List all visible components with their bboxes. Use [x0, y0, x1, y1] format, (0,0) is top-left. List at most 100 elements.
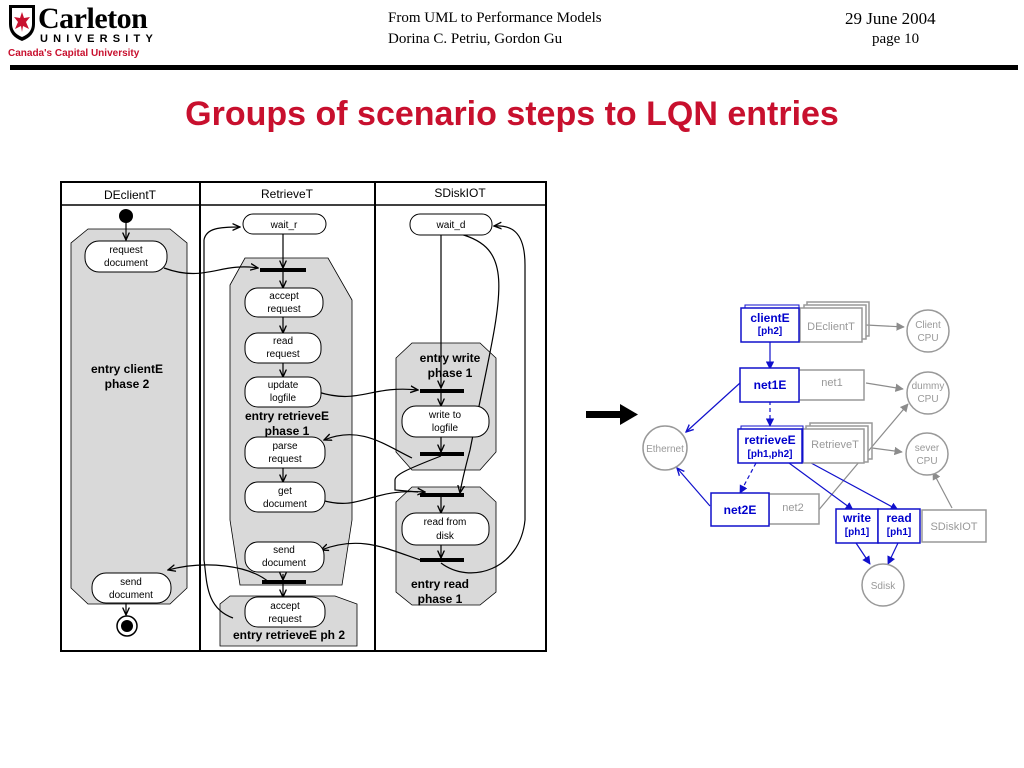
activity-wait-r: wait_r	[242, 213, 327, 235]
svg-text:parse: parse	[272, 441, 297, 452]
activity-accept-request: accept request	[244, 287, 324, 318]
activity-request-document: request document	[84, 240, 168, 273]
group-label-clientE-phase: phase 2	[105, 377, 150, 391]
activity-get-document: get document	[244, 481, 326, 513]
svg-text:request: request	[267, 304, 301, 315]
lqn-task-declientt: DEclientT	[799, 301, 870, 343]
svg-text:write: write	[842, 511, 871, 525]
svg-text:SDiskIOT: SDiskIOT	[930, 521, 977, 533]
presentation-authors: Dorina C. Petriu, Gordon Gu	[388, 31, 563, 47]
svg-text:document: document	[104, 258, 148, 269]
svg-text:CPU: CPU	[916, 456, 937, 467]
lqn-entry-net1e: net1E	[739, 367, 800, 403]
svg-text:[ph2]: [ph2]	[758, 326, 782, 337]
svg-text:document: document	[262, 558, 306, 569]
activity-retrieve-send-document: send document	[244, 541, 325, 573]
group-label-retrieveE: entry retrieveE	[245, 409, 329, 423]
svg-text:logfile: logfile	[270, 393, 297, 404]
lqn-entry-retrievee: retrieveE [ph1,ph2]	[737, 425, 804, 464]
svg-text:disk: disk	[436, 531, 455, 542]
svg-text:retrieveE: retrieveE	[744, 433, 795, 447]
swimlane-header-client: DEclientT	[104, 188, 157, 202]
svg-text:accept: accept	[270, 601, 300, 612]
lqn-task-net2: net2	[768, 493, 820, 525]
initial-node	[119, 209, 133, 223]
lqn-processor-dummy-cpu: dummy CPU	[906, 371, 950, 415]
lqn-processor-ethernet: Ethernet	[642, 425, 688, 471]
svg-text:DEclientT: DEclientT	[807, 321, 855, 333]
svg-text:document: document	[263, 499, 307, 510]
svg-text:get: get	[278, 486, 292, 497]
lqn-model: DEclientT clientE [ph2] net1 net1E Retri…	[642, 301, 987, 607]
svg-text:request: request	[109, 245, 143, 256]
lqn-task-retrievet: RetrieveT	[801, 422, 873, 464]
svg-text:request: request	[266, 349, 300, 360]
svg-text:wait_r: wait_r	[270, 220, 298, 231]
svg-text:document: document	[109, 590, 153, 601]
svg-text:net1: net1	[821, 377, 842, 389]
group-label-read: entry read	[411, 577, 469, 591]
group-label-read-phase: phase 1	[418, 592, 463, 606]
transform-arrow-icon	[586, 404, 638, 425]
svg-text:Ethernet: Ethernet	[646, 444, 684, 455]
group-clientE-phase2	[70, 228, 188, 605]
activity-parse-request: parse request	[244, 436, 326, 469]
group-label-retrieveE-ph2: entry retrieveE ph 2	[233, 628, 345, 642]
lqn-processor-client-cpu: Client CPU	[906, 309, 950, 353]
activity-flows	[126, 223, 526, 619]
svg-text:accept: accept	[269, 291, 299, 302]
svg-text:[ph1,ph2]: [ph1,ph2]	[748, 449, 793, 460]
swimlane-header-retrieve: RetrieveT	[261, 187, 314, 201]
presentation-title: From UML to Performance Models	[388, 10, 602, 26]
svg-text:CPU: CPU	[917, 394, 938, 405]
header-divider	[10, 65, 1018, 70]
svg-text:[ph1]: [ph1]	[887, 527, 911, 538]
group-label-write-phase: phase 1	[428, 366, 473, 380]
university-logo-name: Carleton	[38, 2, 148, 35]
svg-text:net2: net2	[782, 502, 803, 514]
svg-text:send: send	[120, 577, 142, 588]
lqn-entry-net2e: net2E	[710, 492, 770, 527]
activity-read-request: read request	[244, 332, 322, 364]
svg-text:sever: sever	[915, 443, 940, 454]
presentation-date: 29 June 2004	[845, 9, 936, 28]
page-number: page 10	[872, 31, 920, 47]
lqn-processor-sever-cpu: sever CPU	[905, 432, 949, 476]
activity-client-send-document: send document	[91, 572, 172, 604]
svg-text:wait_d: wait_d	[436, 220, 466, 231]
svg-text:read: read	[273, 336, 293, 347]
svg-text:[ph1]: [ph1]	[845, 527, 869, 538]
group-label-write: entry write	[420, 351, 481, 365]
group-label-clientE: entry clientE	[91, 362, 163, 376]
lqn-task-sdiskiot: SDiskIOT	[921, 509, 987, 543]
svg-text:read from: read from	[424, 517, 467, 528]
university-tagline: Canada's Capital University	[8, 48, 140, 59]
svg-text:read: read	[886, 511, 911, 525]
svg-text:update: update	[268, 380, 299, 391]
activity-write-logfile: write to logfile	[401, 405, 490, 438]
svg-text:request: request	[268, 454, 302, 465]
svg-text:clientE: clientE	[750, 311, 789, 325]
lqn-entry-cliente: clientE [ph2]	[740, 304, 800, 343]
activity-update-logfile: update logfile	[244, 376, 322, 408]
svg-text:dummy: dummy	[912, 381, 945, 392]
activity-wait-d: wait_d	[409, 213, 493, 236]
svg-text:request: request	[268, 614, 302, 625]
svg-text:send: send	[273, 545, 295, 556]
final-node	[116, 615, 138, 637]
lqn-entry-read: read [ph1]	[877, 508, 921, 544]
sync-bars	[260, 268, 464, 584]
svg-text:Sdisk: Sdisk	[871, 581, 896, 592]
svg-text:net1E: net1E	[754, 378, 787, 392]
swimlane-header-disk: SDiskIOT	[434, 186, 486, 200]
svg-text:RetrieveT: RetrieveT	[811, 439, 859, 451]
svg-text:Client: Client	[915, 320, 941, 331]
carleton-shield-icon	[9, 5, 35, 41]
svg-text:CPU: CPU	[917, 333, 938, 344]
slide-title: Groups of scenario steps to LQN entries	[185, 95, 839, 133]
lqn-task-net1: net1	[798, 369, 865, 401]
lqn-processor-sdisk: Sdisk	[861, 563, 905, 607]
lqn-entry-write: write [ph1]	[835, 508, 879, 544]
svg-text:net2E: net2E	[724, 503, 757, 517]
